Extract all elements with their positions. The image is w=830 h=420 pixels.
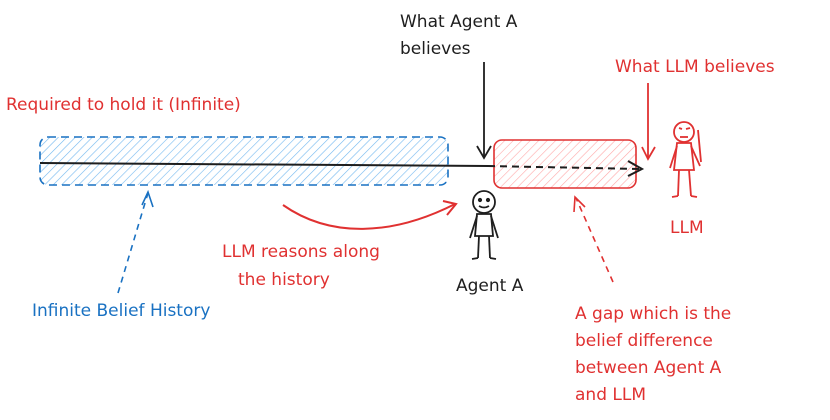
llm-figure	[669, 121, 702, 198]
agent-a-belief-pointer	[476, 62, 492, 160]
agent-a-label: Agent A	[456, 276, 524, 296]
what-llm-believes-label: What LLM believes	[615, 57, 775, 77]
llm-reasoning-arrow	[282, 200, 458, 230]
what-agent-a-believes-line2: believes	[400, 39, 471, 59]
llm-label: LLM	[670, 218, 704, 238]
llm-belief-box	[493, 139, 637, 189]
llm-belief-pointer	[641, 83, 656, 161]
infinite-history-box	[39, 136, 449, 186]
required-to-hold-label: Required to hold it (Infinite)	[6, 95, 241, 115]
infinite-belief-history-label: Infinite Belief History	[32, 301, 210, 321]
llm-reasons-line2: the history	[238, 270, 330, 290]
gap-note-line4: and LLM	[575, 385, 646, 405]
gap-note-line2: belief difference	[575, 331, 713, 351]
stick-figure-icon	[669, 121, 702, 198]
gap-pointer	[575, 197, 614, 283]
timeline-arrow	[39, 160, 645, 177]
agent-a-figure	[469, 190, 499, 260]
what-agent-a-believes-line1: What Agent A	[400, 12, 518, 32]
llm-reasons-line1: LLM reasons along	[222, 242, 380, 262]
gap-note-line3: between Agent A	[575, 358, 722, 378]
stick-figure-icon	[469, 190, 499, 260]
gap-note-line1: A gap which is the	[575, 304, 731, 324]
gap-pointer-head	[573, 195, 586, 213]
history-pointer	[117, 192, 149, 294]
history-pointer-head	[141, 189, 154, 208]
